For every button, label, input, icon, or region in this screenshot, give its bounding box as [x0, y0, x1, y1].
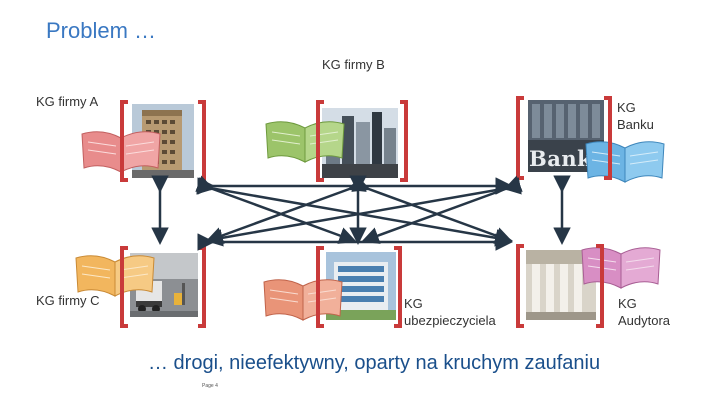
- page-number: Page 4: [202, 383, 218, 389]
- conclusion-text: … drogi, nieefektywny, oparty na kruchym…: [148, 352, 600, 375]
